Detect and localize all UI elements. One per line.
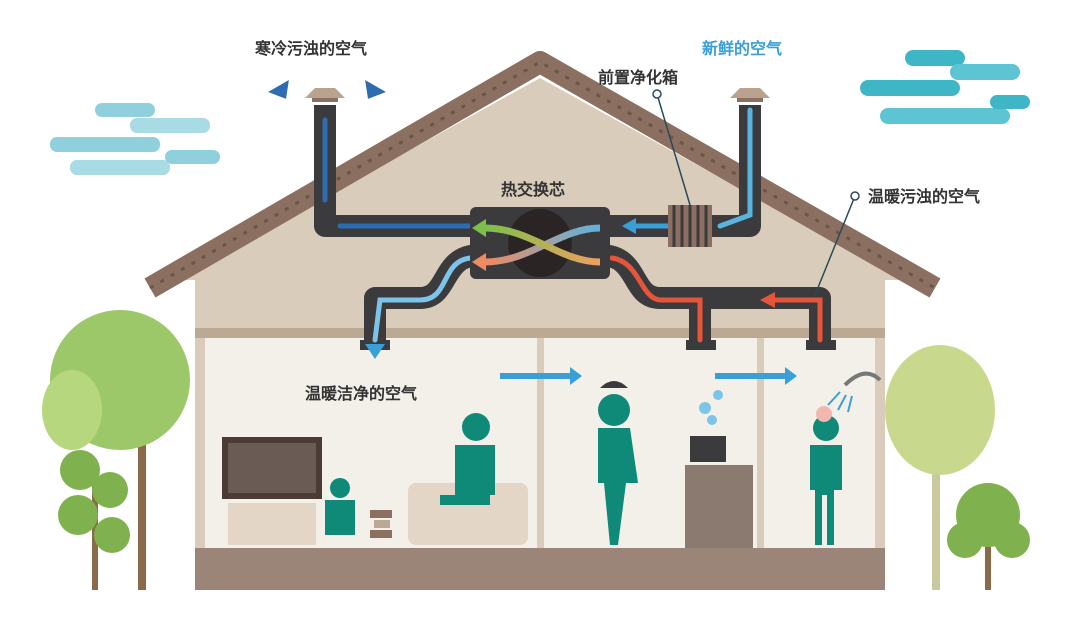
airflow-arrows <box>322 107 823 343</box>
label-fresh-air: 新鲜的空气 <box>702 39 783 58</box>
label-warm-clean-air: 温暖洁净的空气 <box>305 384 418 403</box>
bathroom <box>810 371 882 545</box>
label-heat-exchange-core: 热交换芯 <box>501 180 566 199</box>
wall-divider <box>537 338 544 548</box>
airflow-arrow-icon <box>500 367 582 385</box>
tree-right <box>885 345 1030 590</box>
label-cold-dirty-air: 寒冷污浊的空气 <box>255 39 368 58</box>
kitchen <box>598 381 753 548</box>
cloud-right <box>860 50 1030 124</box>
label-warm-dirty-air: 温暖污浊的空气 <box>868 187 981 206</box>
wall-divider <box>757 338 764 548</box>
heat-exchanger-core <box>470 207 610 279</box>
pre-filter-box <box>668 205 712 247</box>
airflow-arrow-icon <box>715 367 797 385</box>
label-pre-filter-box: 前置净化箱 <box>598 68 679 87</box>
floor <box>195 548 885 590</box>
living-room <box>222 413 528 545</box>
cloud-left <box>50 103 220 175</box>
roof <box>144 51 941 298</box>
tree-left <box>42 310 190 590</box>
